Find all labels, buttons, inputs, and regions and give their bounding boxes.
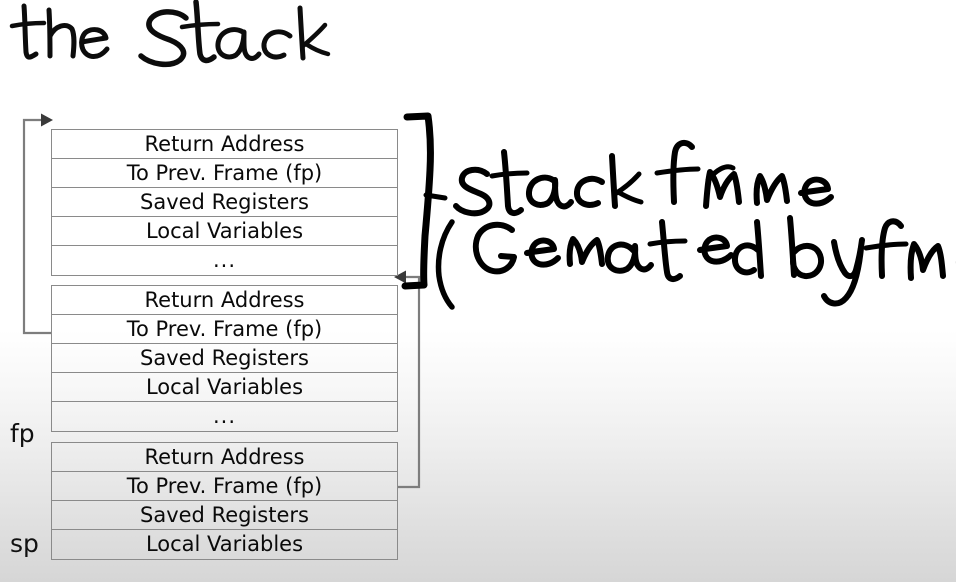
frame-row-return-address: Return Address xyxy=(52,443,397,472)
stack-frame-bottom[interactable]: Return Address To Prev. Frame (fp) Saved… xyxy=(51,442,398,560)
frame-row-saved-registers: Saved Registers xyxy=(52,501,397,530)
frame-row-prev-frame-fp: To Prev. Frame (fp) xyxy=(52,315,397,344)
frame-row-return-address: Return Address xyxy=(52,286,397,315)
stack-pointer-label-sp: sp xyxy=(10,529,39,558)
frame-row-local-variables: Local Variables xyxy=(52,217,397,246)
stack-frame-top[interactable]: Return Address To Prev. Frame (fp) Saved… xyxy=(51,129,398,276)
arrowhead-right-frame1 xyxy=(41,113,53,127)
frame-row-prev-frame-fp: To Prev. Frame (fp) xyxy=(52,159,397,188)
frame-row-saved-registers: Saved Registers xyxy=(52,344,397,373)
connector-frame3-to-frame2 xyxy=(398,275,421,489)
frame-row-ellipsis: ... xyxy=(212,404,237,428)
frame-row-ellipsis: ... xyxy=(212,248,237,272)
frame-row-local-variables: Local Variables xyxy=(145,532,304,556)
frame-row-prev-frame-fp: To Prev. Frame (fp) xyxy=(52,472,397,501)
frame-pointer-label-fp: fp xyxy=(10,419,35,448)
connector-frame2-to-frame1 xyxy=(22,118,51,335)
frame-row-return-address: Return Address xyxy=(52,130,397,159)
frame-row-saved-registers: Saved Registers xyxy=(52,188,397,217)
stack-frame-middle[interactable]: Return Address To Prev. Frame (fp) Saved… xyxy=(51,285,398,432)
frame-row-local-variables: Local Variables xyxy=(52,373,397,402)
